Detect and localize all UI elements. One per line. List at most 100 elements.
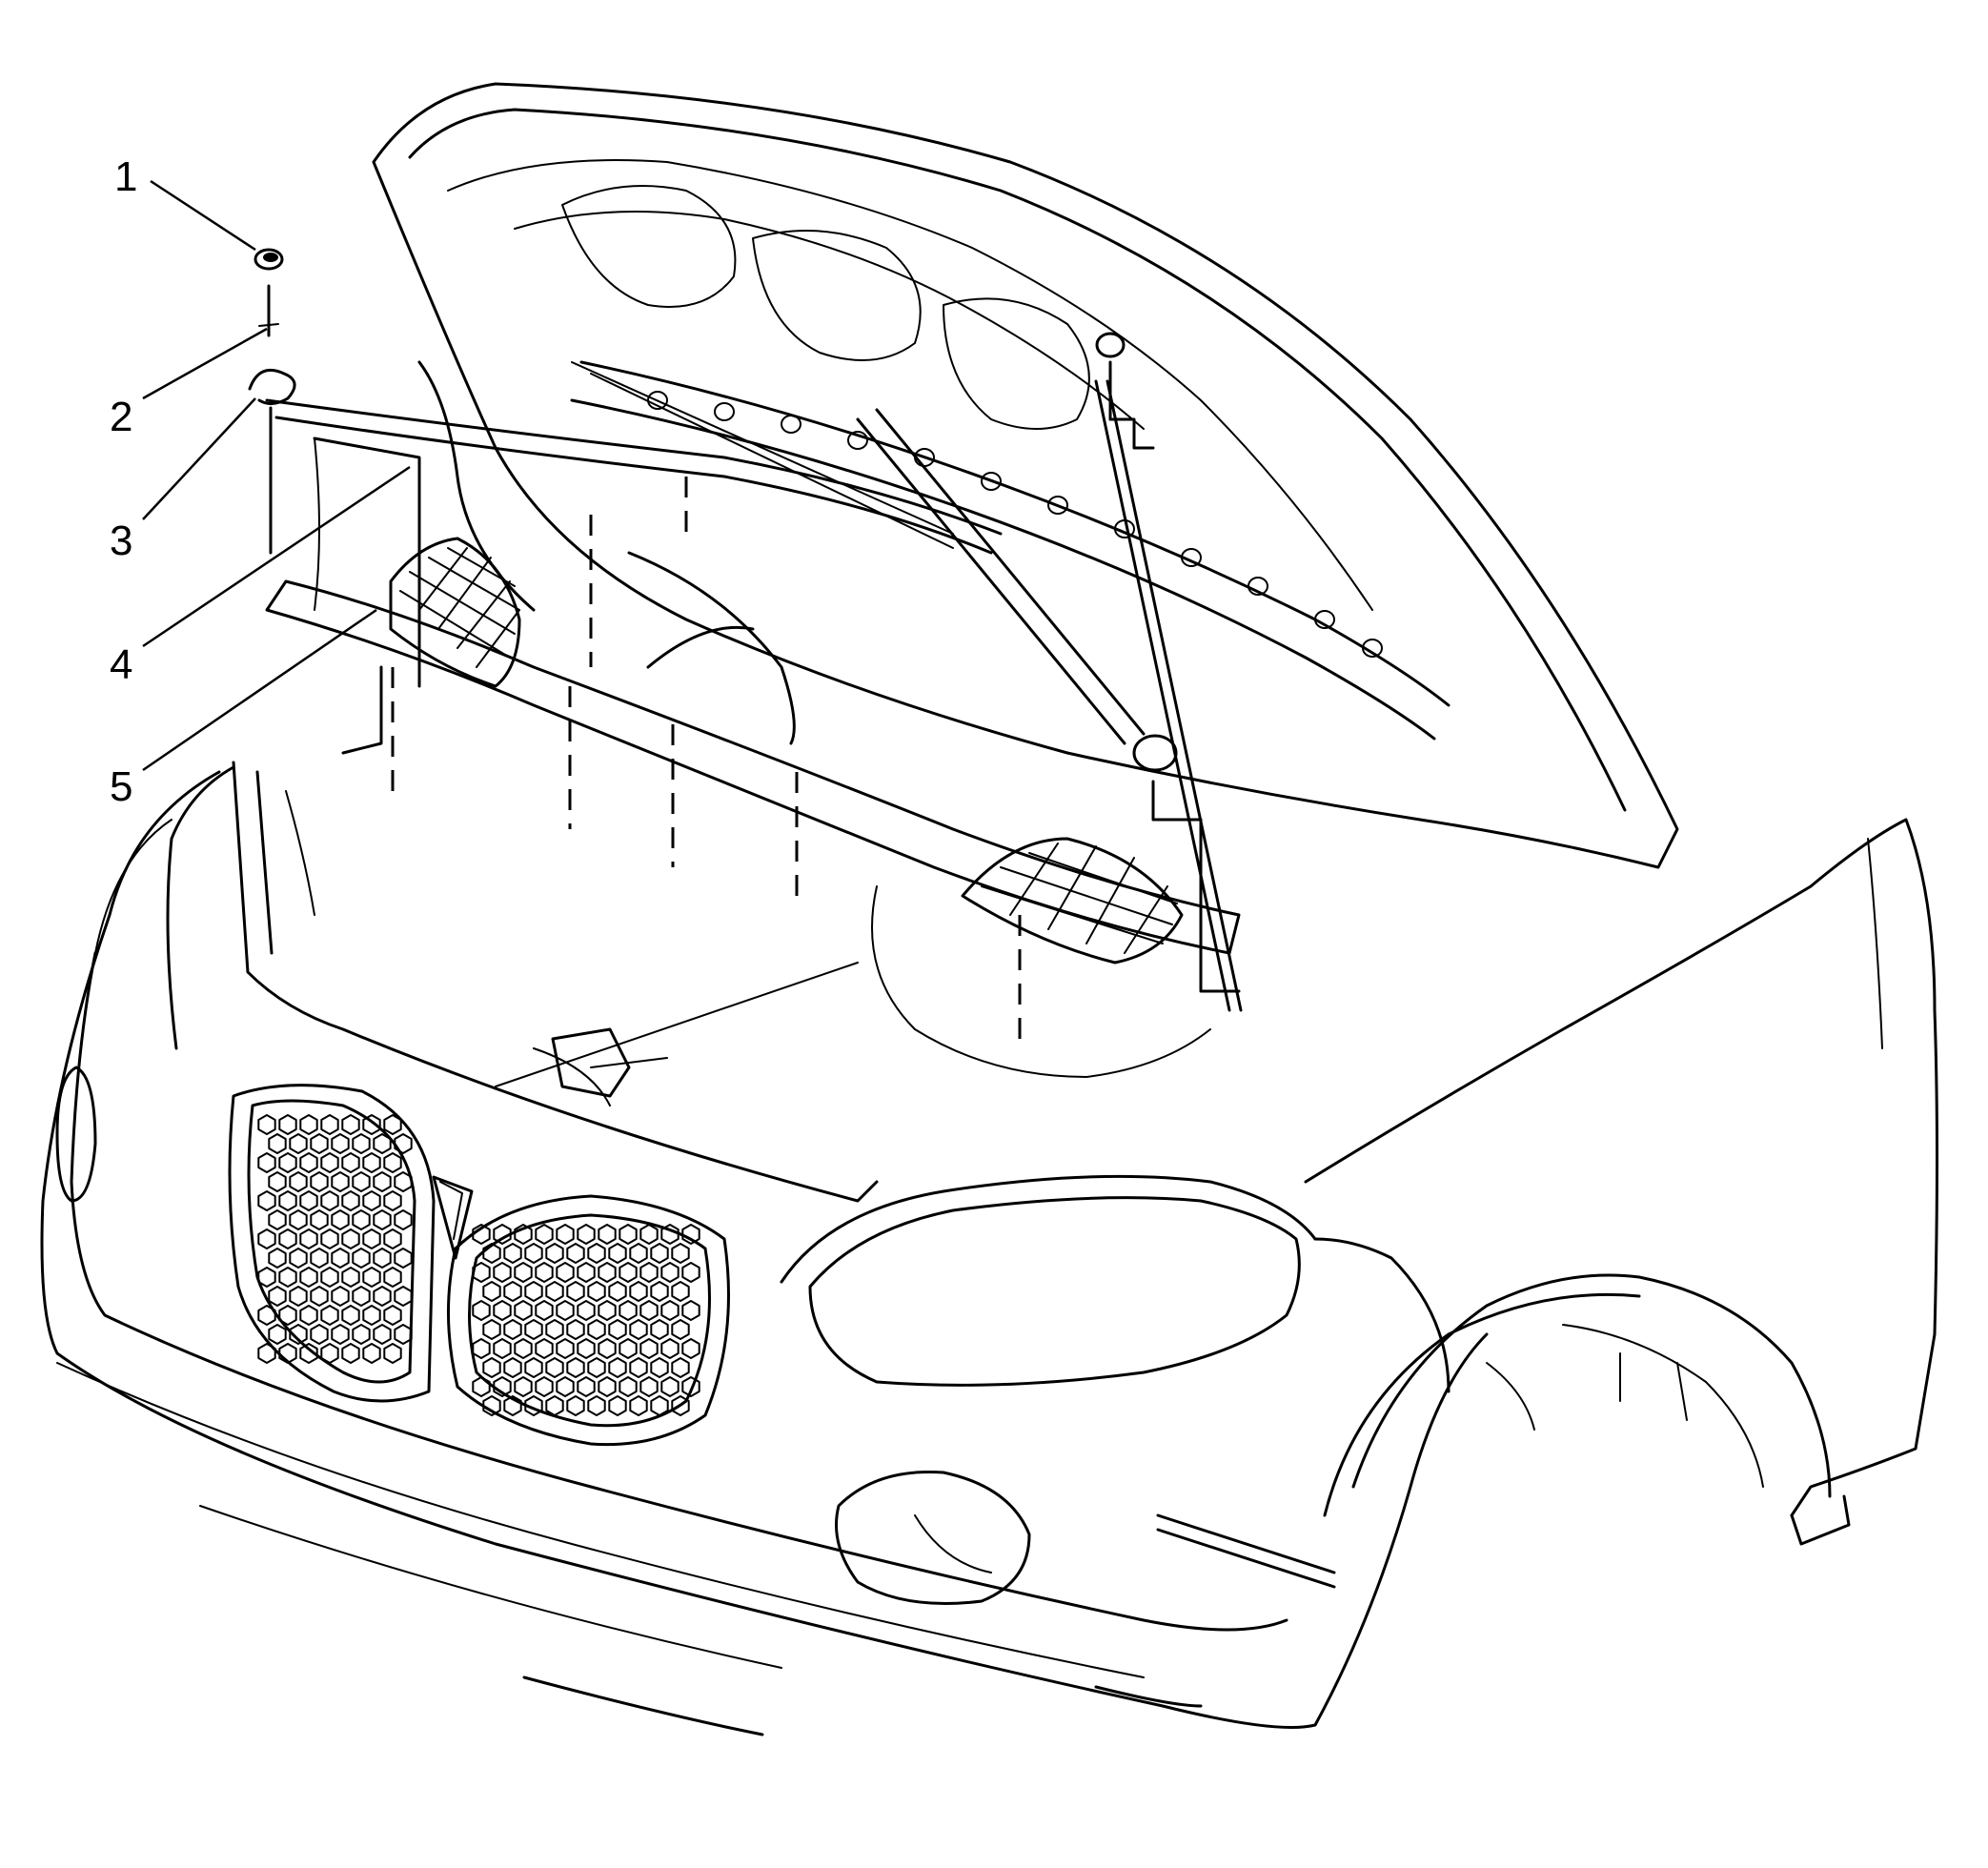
callout-4: 4 — [110, 465, 411, 688]
honeycomb-cell — [394, 1133, 413, 1154]
honeycomb-cell — [472, 1300, 491, 1321]
hood-prop-rod — [1094, 379, 1243, 1012]
honeycomb-cell — [493, 1224, 512, 1245]
honeycomb-cell — [299, 1305, 318, 1326]
honeycomb-cell — [524, 1281, 543, 1302]
honeycomb-cell — [341, 1190, 360, 1211]
headlamp — [780, 1174, 1317, 1387]
honeycomb-cell — [629, 1395, 648, 1416]
honeycomb-cell — [257, 1190, 276, 1211]
honeycomb-cell — [639, 1338, 659, 1359]
honeycomb-cell — [545, 1281, 564, 1302]
honeycomb-cell — [362, 1114, 381, 1135]
honeycomb-cell — [639, 1224, 659, 1245]
wiper-linkage — [265, 361, 1003, 555]
honeycomb-cell — [671, 1395, 690, 1416]
right-fender — [1304, 818, 1938, 1546]
honeycomb-cell — [587, 1319, 606, 1340]
honeycomb-cell — [493, 1262, 512, 1283]
honeycomb-cell — [289, 1209, 308, 1230]
honeycomb-cell — [598, 1338, 617, 1359]
honeycomb-cell — [362, 1267, 381, 1288]
honeycomb-cell — [383, 1228, 402, 1249]
honeycomb-cell — [650, 1243, 669, 1264]
honeycomb-cell — [268, 1248, 287, 1269]
honeycomb-cell — [331, 1171, 350, 1192]
honeycomb-cell — [629, 1243, 648, 1264]
callout-label-5: 5 — [110, 763, 132, 810]
honeycomb-cell — [681, 1224, 700, 1245]
honeycomb-cell — [608, 1243, 627, 1264]
honeycomb-cell — [289, 1133, 308, 1154]
honeycomb-cell — [373, 1286, 392, 1307]
honeycomb-cell — [310, 1133, 329, 1154]
honeycomb-cell — [352, 1171, 371, 1192]
honeycomb-cell — [619, 1262, 638, 1283]
honeycomb-cell — [660, 1338, 680, 1359]
honeycomb-cell — [503, 1357, 522, 1378]
honeycomb-cell — [341, 1114, 360, 1135]
honeycomb-cell — [545, 1357, 564, 1378]
honeycomb-cell — [503, 1395, 522, 1416]
honeycomb-cell — [660, 1224, 680, 1245]
honeycomb-cell — [341, 1267, 360, 1288]
honeycomb-cell — [289, 1171, 308, 1192]
honeycomb-cell — [394, 1171, 413, 1192]
honeycomb-cell — [268, 1324, 287, 1345]
left-fender — [94, 360, 536, 1050]
honeycomb-cell — [535, 1338, 554, 1359]
hood-seal-clip — [248, 369, 296, 555]
honeycomb-cell — [289, 1248, 308, 1269]
honeycomb-cell — [289, 1286, 308, 1307]
honeycomb-cell — [650, 1395, 669, 1416]
callout-5: 5 — [110, 608, 377, 810]
honeycomb-cell — [320, 1190, 339, 1211]
honeycomb-cell — [320, 1228, 339, 1249]
honeycomb-cell — [514, 1262, 533, 1283]
honeycomb-cell — [650, 1281, 669, 1302]
honeycomb-cell — [310, 1248, 329, 1269]
honeycomb-cell — [598, 1300, 617, 1321]
honeycomb-cell — [650, 1357, 669, 1378]
honeycomb-cell — [472, 1224, 491, 1245]
honeycomb-cell — [524, 1319, 543, 1340]
callout-label-2: 2 — [110, 394, 132, 440]
honeycomb-cell — [299, 1228, 318, 1249]
support-bracket-fastener — [1108, 360, 1241, 993]
honeycomb-cell — [681, 1262, 700, 1283]
front-emblem — [432, 1175, 474, 1260]
honeycomb-cell — [278, 1114, 297, 1135]
honeycomb-cell — [619, 1376, 638, 1397]
honeycomb-cell — [331, 1324, 350, 1345]
honeycomb-cell — [639, 1300, 659, 1321]
honeycomb-cell — [268, 1171, 287, 1192]
honeycomb-cell — [681, 1376, 700, 1397]
honeycomb-cell — [299, 1267, 318, 1288]
honeycomb-cell — [362, 1190, 381, 1211]
callout-label-3: 3 — [110, 518, 132, 564]
honeycomb-cell — [556, 1376, 575, 1397]
honeycomb-cell — [310, 1286, 329, 1307]
honeycomb-cell — [373, 1171, 392, 1192]
honeycomb-cell — [383, 1152, 402, 1173]
honeycomb-cell — [472, 1376, 491, 1397]
honeycomb-cell — [545, 1395, 564, 1416]
honeycomb-cell — [577, 1300, 596, 1321]
honeycomb-cell — [362, 1152, 381, 1173]
honeycomb-cell — [341, 1228, 360, 1249]
honeycomb-cell — [577, 1338, 596, 1359]
honeycomb-cell — [341, 1343, 360, 1364]
honeycomb-cell — [598, 1376, 617, 1397]
left-grille — [228, 1084, 436, 1403]
honeycomb-cell — [671, 1243, 690, 1264]
honeycomb-cell — [587, 1243, 606, 1264]
honeycomb-cell — [394, 1209, 413, 1230]
honeycomb-cell — [535, 1262, 554, 1283]
honeycomb-cell — [299, 1343, 318, 1364]
honeycomb-cell — [352, 1209, 371, 1230]
honeycomb-cell — [362, 1228, 381, 1249]
honeycomb-cell — [524, 1243, 543, 1264]
honeycomb-cell — [671, 1281, 690, 1302]
front-fascia — [40, 770, 1489, 1736]
